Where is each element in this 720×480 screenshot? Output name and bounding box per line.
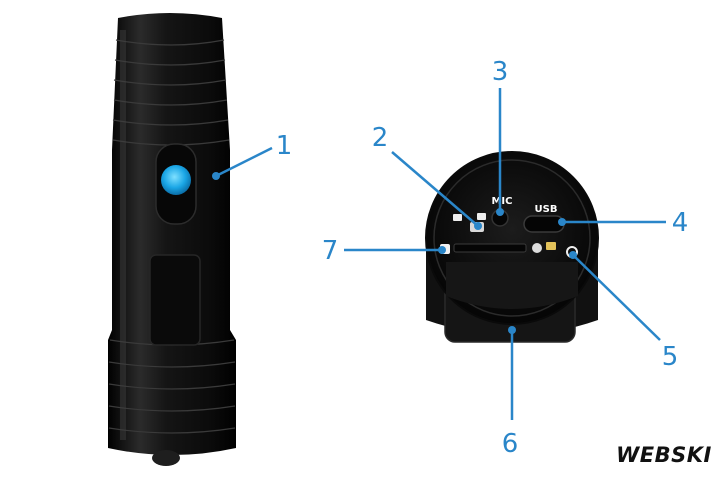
settings-icon: [532, 243, 542, 253]
callout-lines: [215, 88, 666, 420]
usb-port: [523, 215, 565, 233]
callout-endpoints: [212, 172, 577, 334]
callout-1: 1: [276, 131, 293, 161]
callout-3: 3: [492, 57, 509, 87]
bottom-lens: [152, 450, 180, 466]
callout-2: 2: [372, 123, 389, 153]
callout-4: 4: [672, 208, 689, 238]
mic-label: MIC: [491, 196, 512, 207]
video-mode-icon: [453, 214, 462, 221]
indicator-light: [546, 242, 556, 250]
side-cover: [149, 254, 201, 346]
photo-mode-icon: [477, 213, 486, 220]
power-button-led-icon: [161, 165, 191, 195]
callout-6: 6: [502, 429, 519, 459]
camera-body: [108, 13, 236, 466]
callout-5: 5: [662, 342, 679, 372]
usb-label: USB: [535, 204, 558, 215]
end-cap-view: [420, 151, 606, 343]
callout-7: 7: [322, 236, 339, 266]
watermark-logo: WEBSKI: [616, 443, 712, 467]
